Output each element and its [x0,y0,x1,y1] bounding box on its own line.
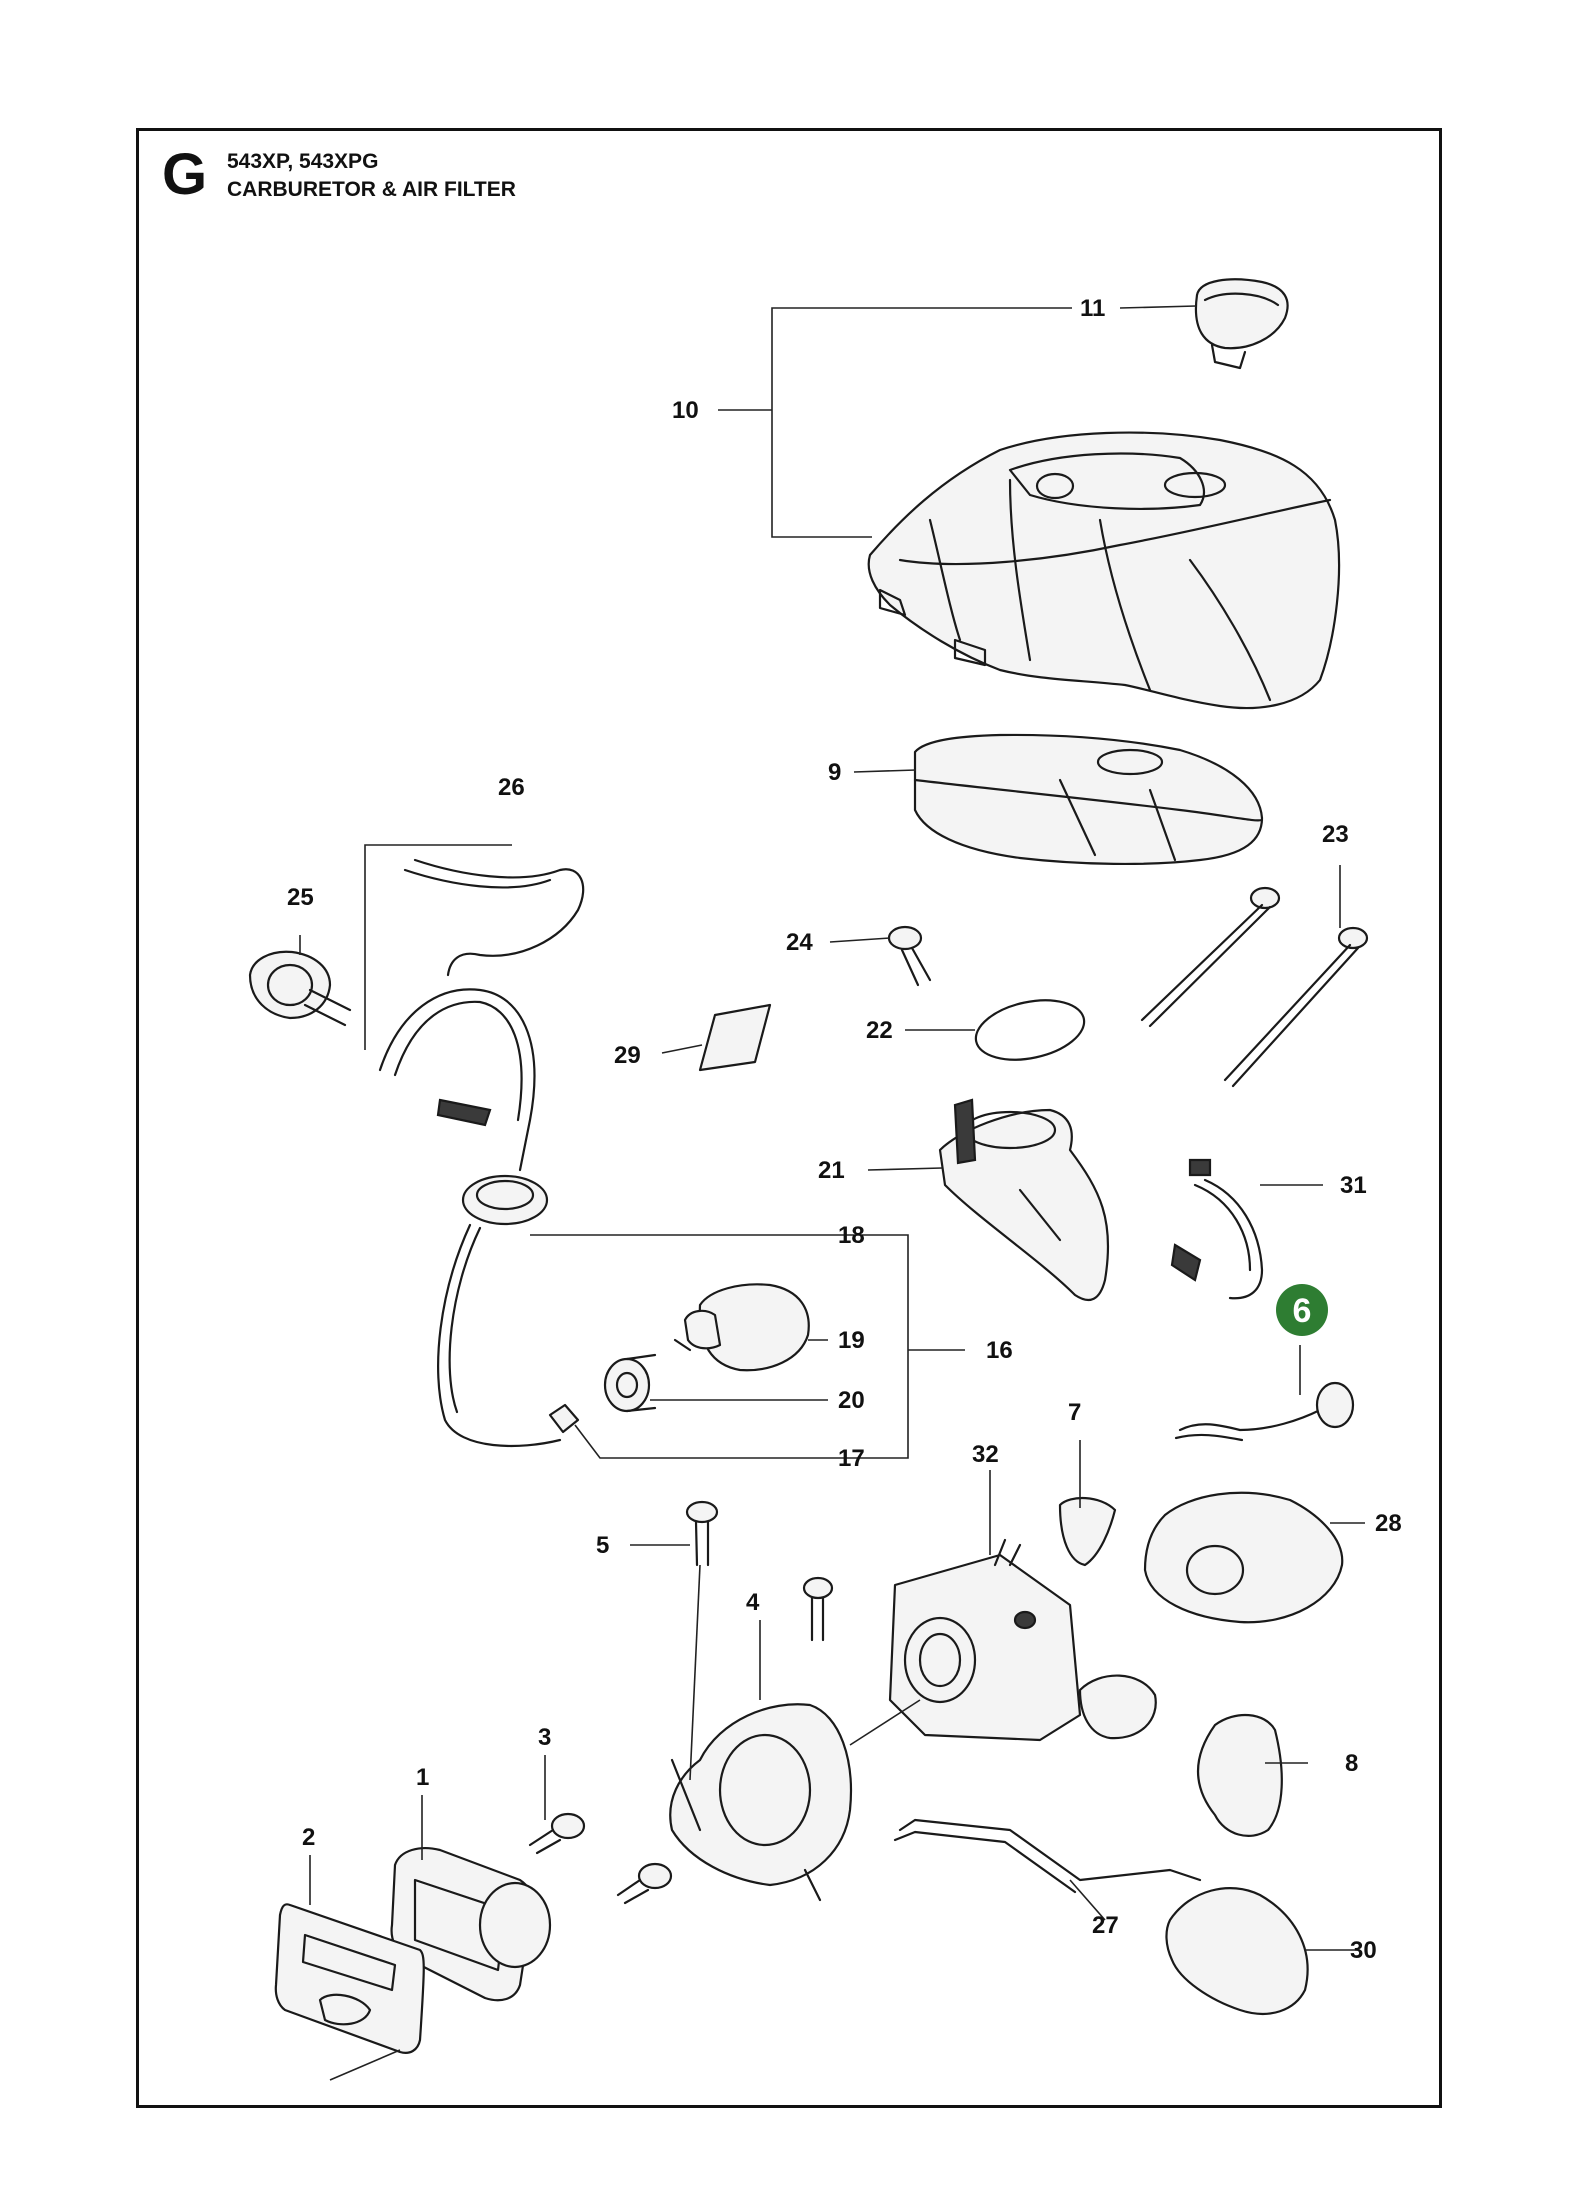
part-primer-bulb [248,950,352,1027]
callout-25: 25 [287,884,314,911]
part-screw-flange [802,1576,834,1642]
part-hose-31 [1170,1158,1264,1300]
callout-24: 24 [786,929,813,956]
part-gasket [274,1903,425,2054]
part-air-intake [938,1098,1110,1302]
callout-5: 5 [596,1532,609,1559]
callout-7: 7 [1068,1399,1081,1426]
callout-29: 29 [614,1042,641,1069]
highlight-number: 6 [1293,1292,1312,1330]
callout-3: 3 [538,1724,551,1751]
part-block-7 [1058,1496,1117,1567]
callout-28: 28 [1375,1510,1402,1537]
part-screw-5 [685,1500,719,1567]
callout-22: 22 [866,1017,893,1044]
part-flange [669,1703,852,1902]
callout-26: 26 [498,774,525,801]
part-decal [698,1003,772,1072]
model-numbers: 543XP, 543XPG [227,150,379,173]
callout-labels: 11 10 9 23 26 25 24 22 29 21 31 18 19 16… [287,295,1402,1964]
part-air-filter [913,733,1264,866]
part-choke-rod [898,1818,1202,1882]
leader-lines [299,305,1365,2081]
callout-19: 19 [838,1327,865,1354]
part-fuel-filter [673,1283,810,1372]
part-o-ring [974,999,1086,1061]
diagram-frame [136,128,1442,2108]
part-weight [603,1353,657,1413]
section-letter: G [162,142,208,207]
part-intake-manifold [390,1847,552,2002]
callout-11: 11 [1080,295,1105,322]
callout-10: 10 [672,397,699,424]
highlight-badge-6[interactable]: 6 [1276,1284,1328,1336]
part-fuel-cap [1194,278,1289,370]
part-air-filter-cover [867,431,1341,710]
part-fuel-pickup [378,988,562,1448]
callout-31: 31 [1340,1172,1367,1199]
callout-20: 20 [838,1387,865,1414]
callout-17: 17 [838,1445,865,1472]
callout-16: 16 [986,1337,1013,1364]
part-fuel-line [413,858,585,977]
callout-18: 18 [838,1222,865,1249]
part-cover-8 [1196,1713,1283,1837]
callout-32: 32 [972,1441,999,1468]
callout-21: 21 [818,1157,845,1184]
callout-9: 9 [828,759,841,786]
callout-4: 4 [746,1589,760,1616]
part-bolts-3 [528,1812,673,1905]
part-choke-housing [1143,1491,1344,1624]
part-screw-24 [887,925,932,987]
highlight-circle [1276,1284,1328,1336]
part-hose-end [548,1403,580,1434]
page-title: CARBURETOR & AIR FILTER [227,178,516,201]
callout-23: 23 [1322,821,1349,848]
callout-1: 1 [416,1764,429,1791]
part-long-bolts [1140,886,1369,1088]
callout-2: 2 [302,1824,315,1851]
part-cover-30 [1165,1887,1309,2015]
callout-30: 30 [1350,1937,1377,1964]
callout-27: 27 [1092,1912,1119,1939]
callout-8: 8 [1345,1750,1358,1777]
part-carburetor [888,1538,1157,1742]
part-impulse-hose [1174,1381,1355,1442]
